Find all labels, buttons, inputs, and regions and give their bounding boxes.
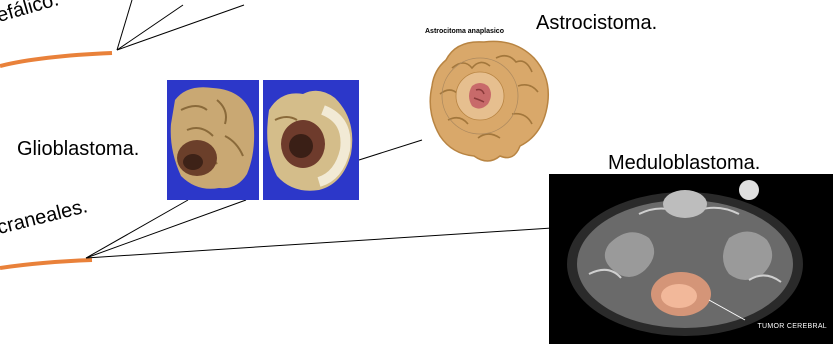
line-top-1 xyxy=(117,0,132,50)
line-top-3 xyxy=(117,5,244,50)
line-glio-1 xyxy=(86,200,188,258)
meduloblastoma-label: Meduloblastoma. xyxy=(608,153,760,173)
glioblastoma-photo-left xyxy=(167,80,259,200)
astrocytoma-caption: Astrocitoma anaplasico xyxy=(425,28,504,35)
line-astro xyxy=(359,140,422,160)
mri-scan-image: TUMOR CEREBRAL xyxy=(549,174,833,344)
glioblastoma-label: Glioblastoma. xyxy=(17,139,139,159)
glioblastoma-photo-right xyxy=(263,80,359,200)
orange-arc-top xyxy=(0,53,112,66)
orange-arc-bottom xyxy=(0,260,92,268)
line-top-2 xyxy=(117,5,183,50)
mri-caption: TUMOR CEREBRAL xyxy=(757,323,827,330)
astrocytoma-illustration xyxy=(422,28,558,170)
